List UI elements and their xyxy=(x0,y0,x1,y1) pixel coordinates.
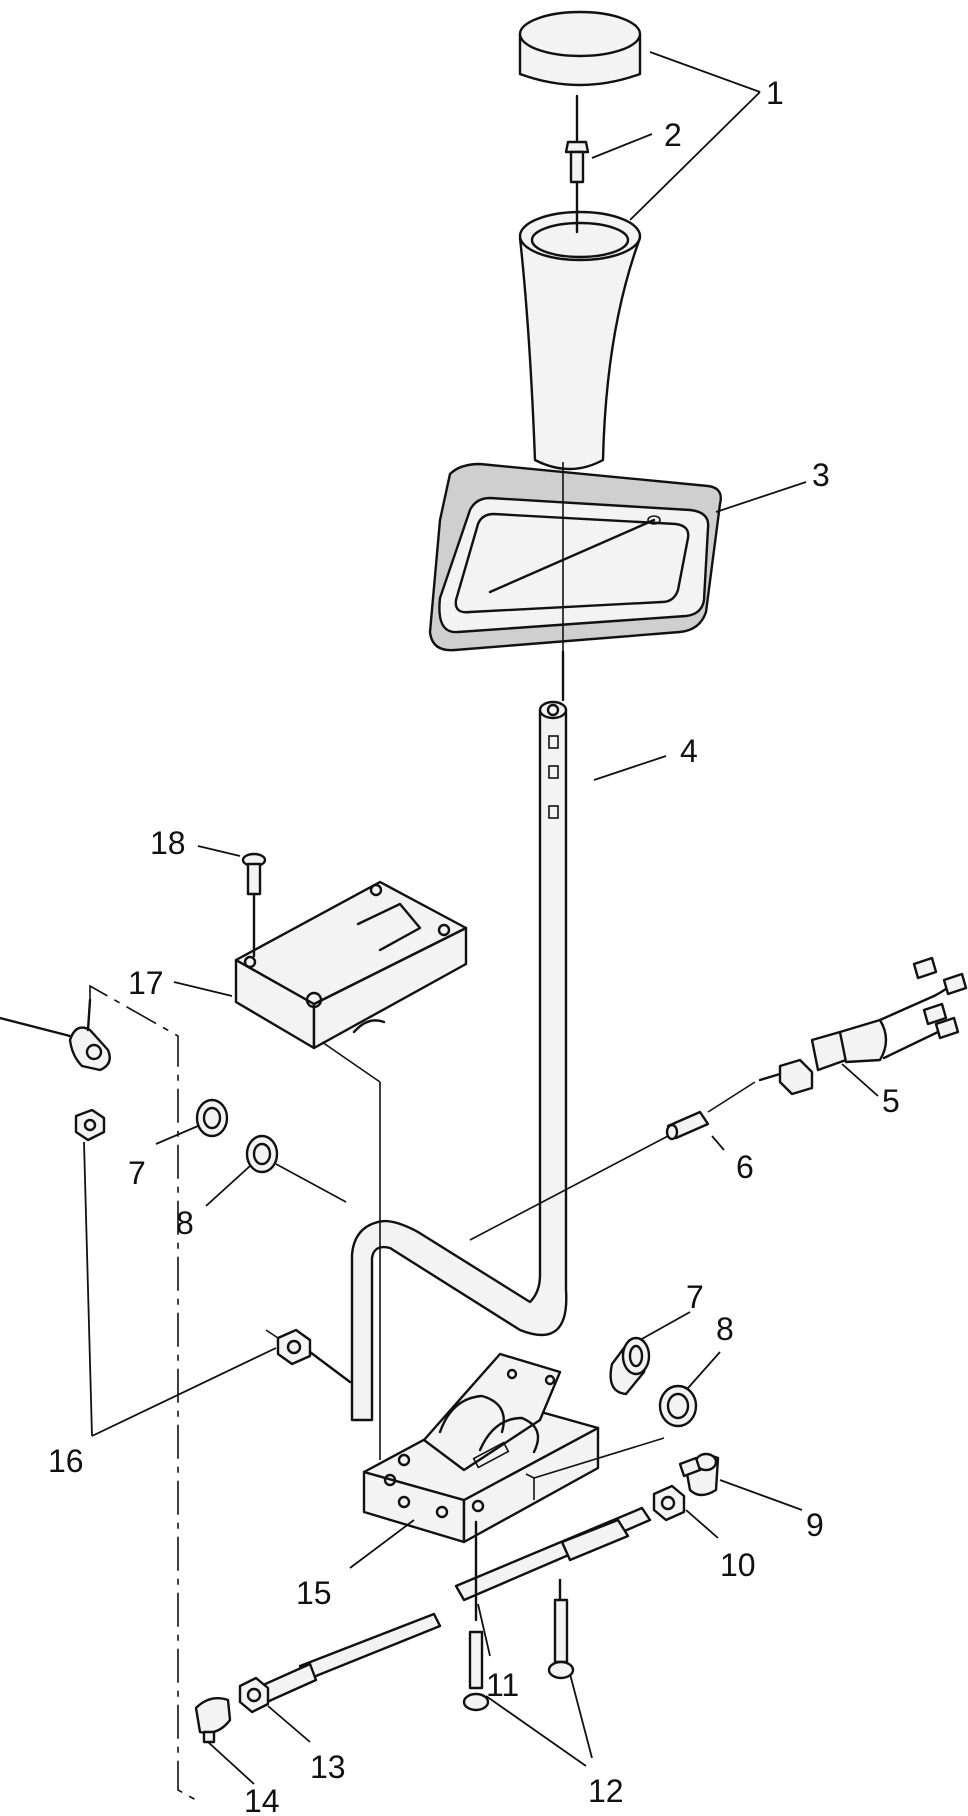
rod-end-right xyxy=(678,1452,720,1497)
callout-15: 15 xyxy=(296,1575,332,1611)
cable-clevis xyxy=(0,998,111,1072)
callout-11: 11 xyxy=(486,1667,519,1703)
callout-8-right: 8 xyxy=(716,1311,734,1347)
callout-17: 17 xyxy=(128,965,164,1001)
cover-screw xyxy=(241,852,267,958)
shift-rod xyxy=(250,1437,665,1708)
callout-18: 18 xyxy=(150,825,186,861)
nut-lower xyxy=(74,1108,106,1142)
callout-8-left: 8 xyxy=(176,1205,194,1241)
washer-left-7 xyxy=(195,1098,229,1138)
switch-cover xyxy=(234,880,468,1460)
bushing xyxy=(469,1081,756,1241)
bushing-right-7 xyxy=(609,1336,651,1396)
callout-12: 12 xyxy=(588,1773,624,1809)
callout-16: 16 xyxy=(48,1443,84,1479)
callout-2: 2 xyxy=(664,117,682,153)
callout-7-left: 7 xyxy=(128,1155,146,1191)
washer-right-8 xyxy=(658,1384,698,1428)
leader-lines xyxy=(83,51,879,1785)
gate-plate xyxy=(428,462,722,652)
callout-9: 9 xyxy=(806,1507,824,1543)
jam-nut-left xyxy=(238,1676,270,1714)
knob-boot xyxy=(518,210,642,471)
callout-13: 13 xyxy=(310,1749,346,1785)
switch-harness xyxy=(758,956,968,1096)
callout-1: 1 xyxy=(766,75,784,111)
rod-end-left xyxy=(194,1697,232,1744)
mounting-bracket xyxy=(362,1352,600,1544)
bolt-left xyxy=(462,1520,490,1712)
nut-upper xyxy=(265,1328,352,1384)
callout-3: 3 xyxy=(812,457,830,493)
callout-labels: 1 2 3 4 5 6 7 8 7 8 9 10 11 12 13 14 15 … xyxy=(48,75,900,1816)
cable-routing-line xyxy=(89,984,197,1801)
shift-lever xyxy=(350,462,568,1422)
knob-cap xyxy=(518,10,642,87)
knob-screw xyxy=(564,94,590,234)
callout-4: 4 xyxy=(680,733,698,769)
callout-10: 10 xyxy=(720,1547,756,1583)
bolt-right xyxy=(547,1578,575,1680)
washer-left-8 xyxy=(245,1134,347,1203)
callout-14: 14 xyxy=(244,1783,280,1816)
callout-7-right: 7 xyxy=(686,1279,704,1315)
jam-nut-right xyxy=(652,1484,686,1522)
callout-6: 6 xyxy=(736,1149,754,1185)
callout-5: 5 xyxy=(882,1083,900,1119)
